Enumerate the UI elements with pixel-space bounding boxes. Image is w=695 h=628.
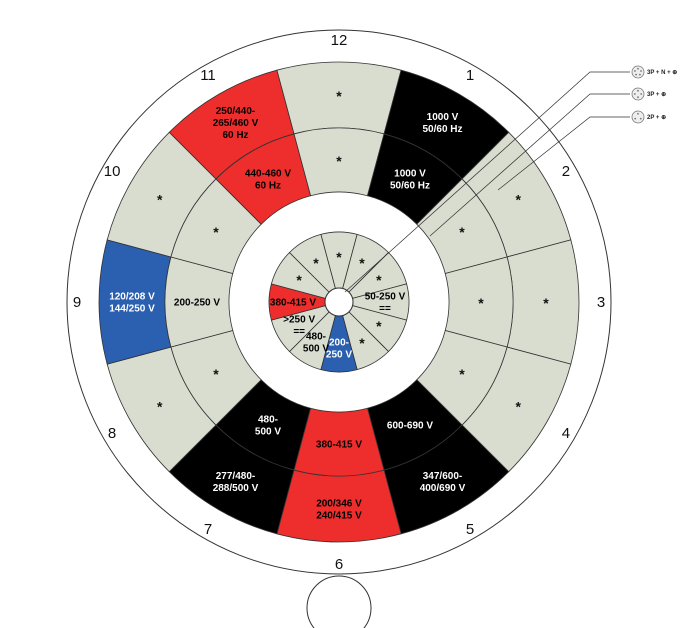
sector-label-outer-10: * (157, 192, 163, 208)
sector-label-outer-12: * (336, 88, 342, 104)
sector-label-middle-8: * (213, 366, 219, 382)
sector-label-outer-2: * (516, 192, 522, 208)
hour-label-6: 6 (335, 556, 343, 573)
ring-outline-layer (324, 287, 354, 317)
legend-leader-0 (344, 71, 630, 293)
sector-label-outer-5: 347/600-400/690 V (420, 471, 466, 494)
legend-leader-2 (497, 116, 630, 191)
sector-label-inner-1: * (359, 255, 365, 271)
sector-label-inner-3: 50-250 V== (365, 292, 406, 315)
legend: 3P + N + ⊕ 3P + ⊕ 2P + ⊕ (344, 65, 677, 293)
sector-label-middle-4: * (459, 366, 465, 382)
sector-label-outer-8: * (157, 399, 163, 415)
sector-label-middle-10: * (213, 224, 219, 240)
sector-label-outer-3: * (543, 295, 549, 311)
sector-label-inner-4: * (376, 318, 382, 334)
hour-label-4: 4 (562, 425, 570, 442)
sector-middle-11 (215, 133, 312, 225)
socket-4pin-icon (631, 87, 645, 101)
legend-label-1: 3P + ⊕ (647, 92, 666, 98)
hour-label-12: 12 (331, 32, 348, 49)
sector-label-inner-7: 480-500 V (303, 331, 329, 354)
legend-label-2: 2P + ⊕ (647, 115, 666, 121)
hour-label-8: 8 (108, 425, 116, 442)
sector-label-outer-4: * (516, 399, 522, 415)
sector-label-middle-12: * (336, 153, 342, 169)
legend-leader-1 (429, 93, 630, 237)
sector-label-middle-5: 600-690 V (387, 420, 433, 431)
sector-label-inner-12: * (336, 249, 342, 265)
sector-label-middle-9: 200-250 V (174, 298, 220, 309)
hour-label-1: 1 (466, 67, 474, 84)
hour-label-2: 2 (562, 163, 570, 180)
hour-label-11: 11 (200, 67, 216, 84)
hour-label-5: 5 (466, 521, 474, 538)
center-hole (324, 287, 354, 317)
sector-layer (98, 61, 580, 543)
sector-label-middle-7: 480-500 V (255, 414, 281, 437)
sector-label-middle-2: * (459, 224, 465, 240)
sector-label-inner-5: * (359, 335, 365, 351)
sector-label-inner-8: >250 V== (283, 315, 315, 338)
legend-label-0: 3P + N + ⊕ (647, 70, 677, 76)
sector-label-inner-11: * (313, 255, 319, 271)
sector-label-middle-3: * (478, 295, 484, 311)
hour-label-9: 9 (73, 294, 81, 311)
sector-label-inner-9: 380-415 V (270, 298, 316, 309)
bottom-tab (306, 575, 372, 628)
hour-label-10: 10 (104, 163, 121, 180)
socket-3pin-icon (631, 110, 645, 124)
hour-label-3: 3 (597, 294, 605, 311)
sector-label-inner-6: 200-250 V (326, 338, 352, 361)
sector-label-outer-7: 277/480-288/500 V (213, 471, 259, 494)
sector-label-inner-2: * (376, 272, 382, 288)
socket-5pin-icon (631, 65, 645, 79)
sector-label-middle-6: 380-415 V (316, 440, 362, 451)
sector-label-inner-10: * (296, 272, 302, 288)
hour-label-7: 7 (204, 521, 212, 538)
